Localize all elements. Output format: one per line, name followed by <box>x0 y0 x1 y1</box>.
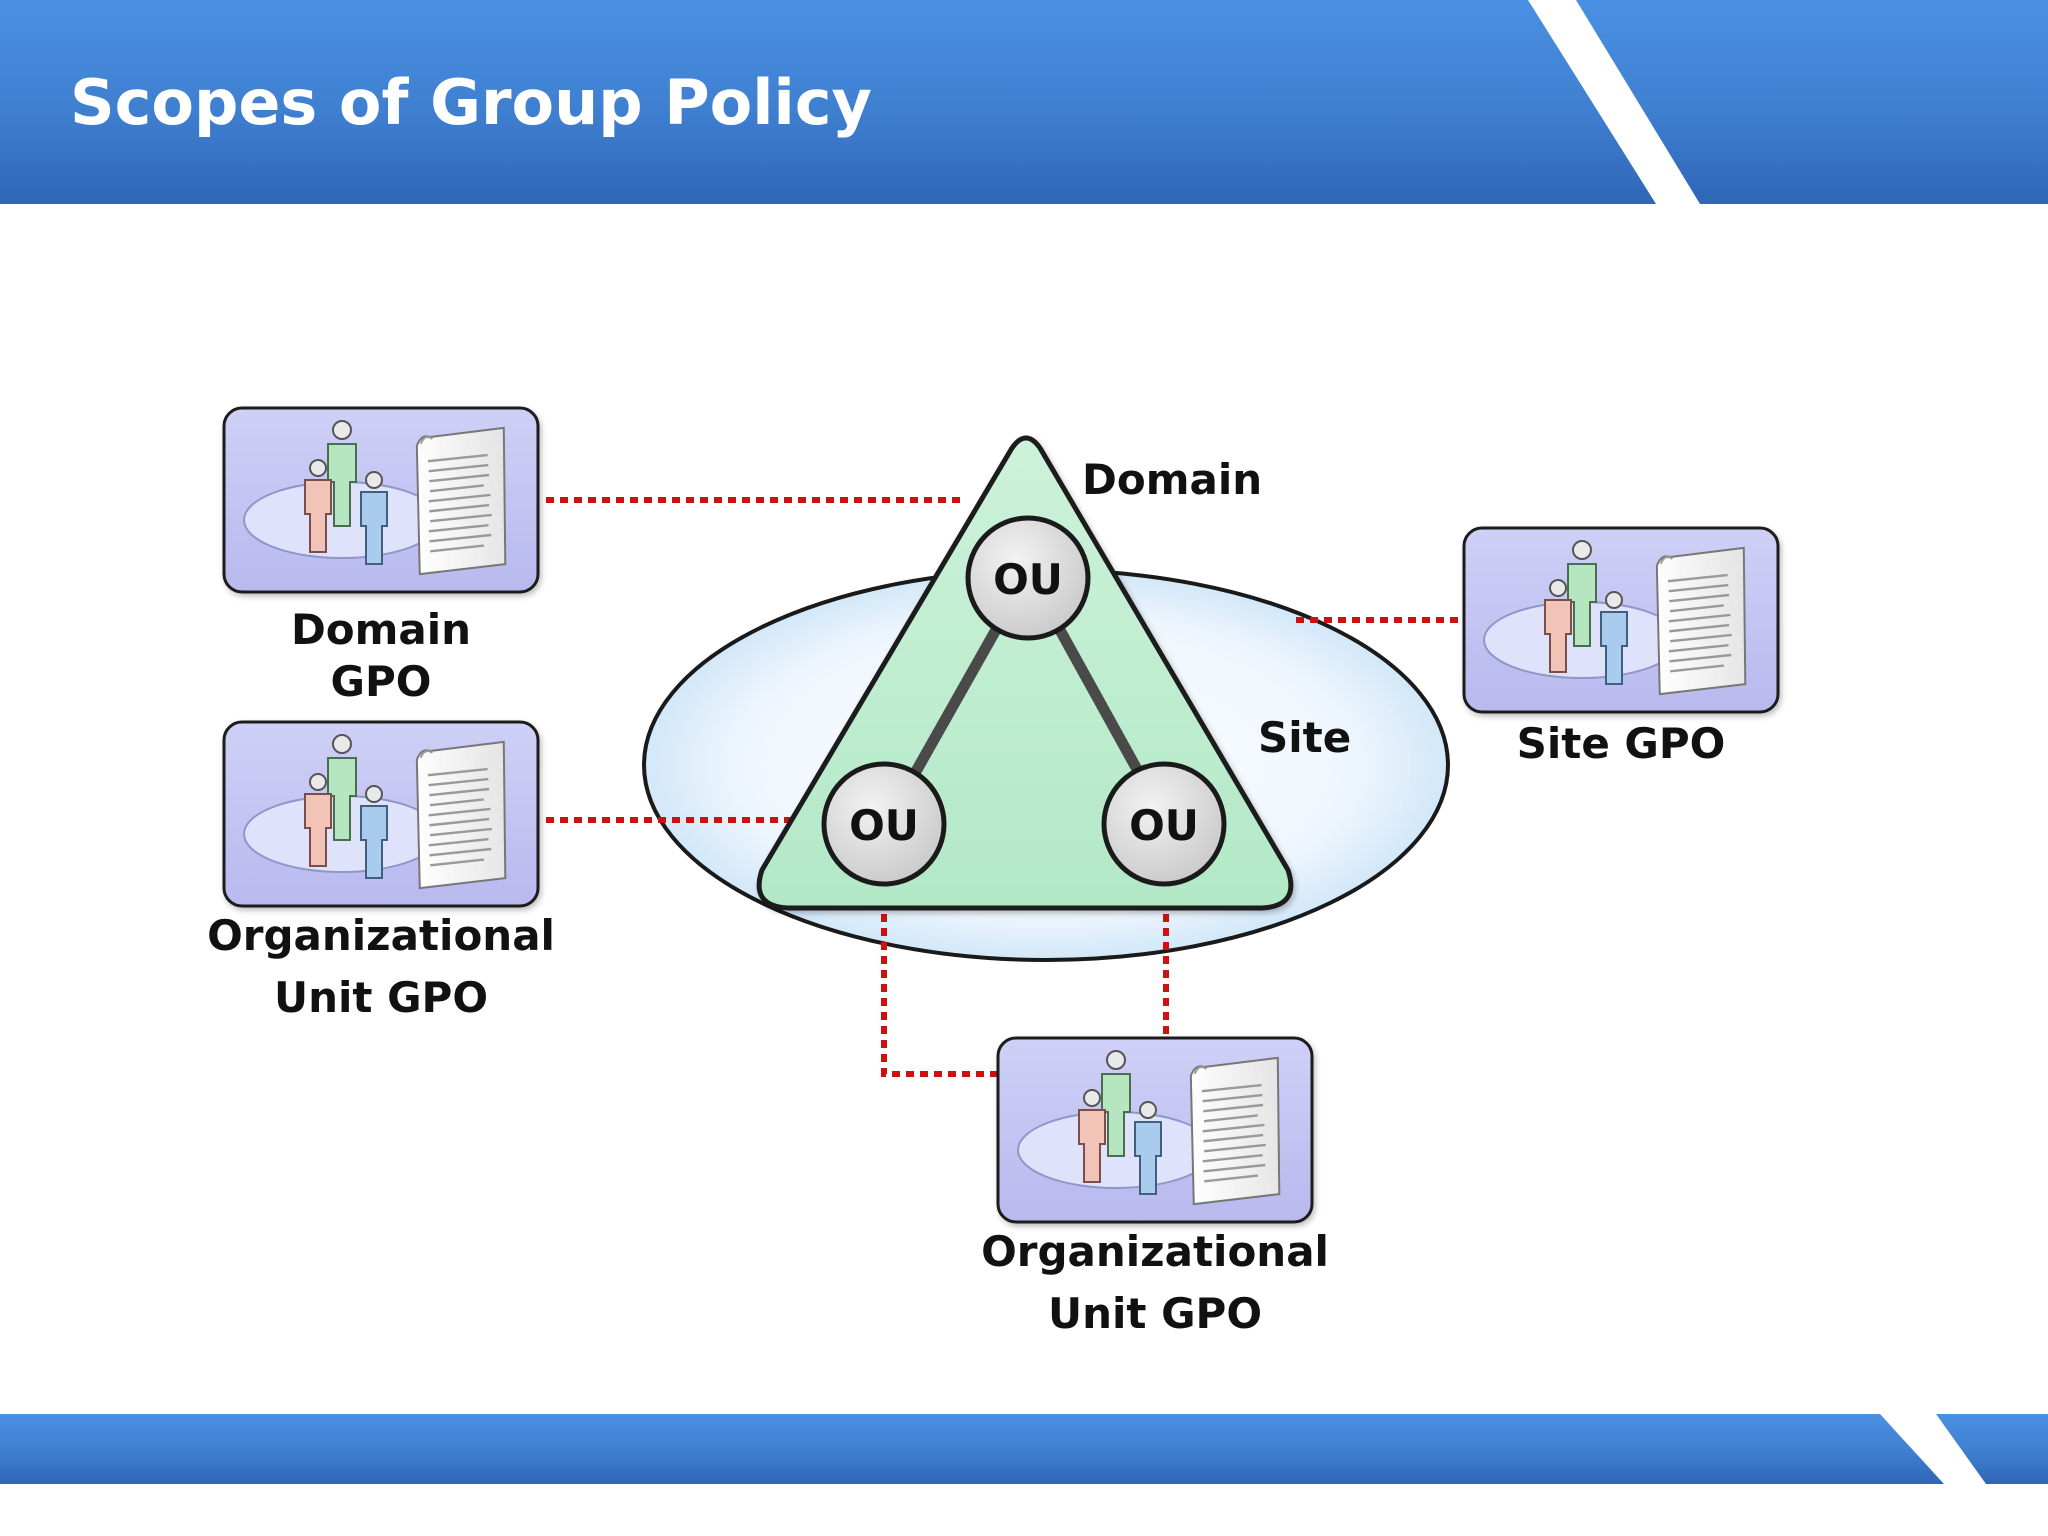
ou-node-left: OU <box>821 761 947 887</box>
group-policy-object-icon <box>222 720 540 908</box>
ou-gpo-label-bottom: Organizational Unit GPO <box>981 1227 1329 1338</box>
ou-gpo-label-left: Organizational Unit GPO <box>207 911 555 1022</box>
site-gpo-label-line-1: Site GPO <box>1517 719 1726 768</box>
ou-node-label: OU <box>993 555 1063 604</box>
group-policy-object-icon <box>222 406 540 594</box>
site-gpo-card <box>1462 526 1780 714</box>
ou-gpo-label-left-line-2: Unit GPO <box>274 973 488 1022</box>
ou-node-right: OU <box>1101 761 1227 887</box>
ou-node-label: OU <box>1129 801 1199 850</box>
ou-node-label: OU <box>849 801 919 850</box>
ou-gpo-card-bottom <box>996 1036 1314 1224</box>
domain-gpo-label-line-1: Domain <box>291 605 471 654</box>
footer-band <box>0 1414 2048 1484</box>
ou-gpo-label-bottom-line-2: Unit GPO <box>1048 1289 1262 1338</box>
group-policy-object-icon <box>996 1036 1314 1224</box>
ou-gpo-card-left <box>222 720 540 908</box>
site-gpo-label: Site GPO <box>1517 719 1726 768</box>
domain-gpo-card <box>222 406 540 594</box>
group-policy-object-icon <box>1462 526 1780 714</box>
site-label: Site <box>1258 713 1351 762</box>
domain-gpo-label: Domain GPO <box>291 605 471 706</box>
slide-title: Scopes of Group Policy <box>70 66 872 139</box>
ou-node-top: OU <box>965 515 1091 641</box>
ou-links <box>904 606 1150 788</box>
gpo-connectors <box>546 497 1462 1077</box>
ou-gpo-label-bottom-line-1: Organizational <box>981 1227 1329 1276</box>
header-band <box>0 0 2048 204</box>
domain-gpo-label-line-2: GPO <box>331 657 432 706</box>
ou-gpo-label-left-line-1: Organizational <box>207 911 555 960</box>
connector-ou-bottom-gpo-left <box>881 886 998 1077</box>
domain-label: Domain <box>1082 455 1262 504</box>
